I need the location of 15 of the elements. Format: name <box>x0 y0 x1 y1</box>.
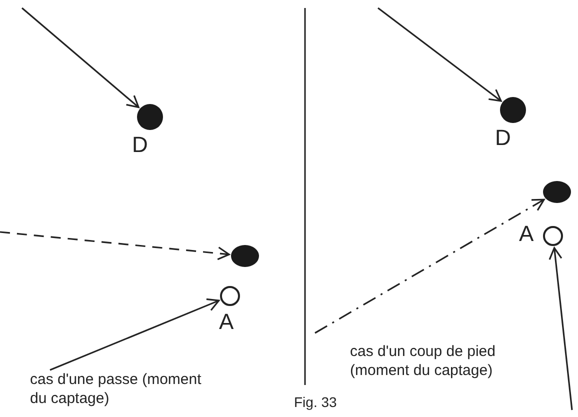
arrow <box>548 247 573 410</box>
figure-caption: Fig. 33 <box>294 393 337 412</box>
player-label: A <box>219 310 234 334</box>
ball <box>231 245 259 267</box>
arrow <box>50 298 220 371</box>
arrow <box>21 7 140 108</box>
ball <box>543 181 571 203</box>
note-text: cas d'un coup de pied (moment du captage) <box>350 342 496 380</box>
player-label: D <box>132 133 148 157</box>
note-text: cas d'une passe (moment du captage) <box>30 370 220 408</box>
arrow <box>378 7 502 102</box>
arrow <box>0 231 230 260</box>
player-label: D <box>495 126 511 150</box>
player-label: A <box>519 222 534 246</box>
arrow <box>314 198 545 334</box>
